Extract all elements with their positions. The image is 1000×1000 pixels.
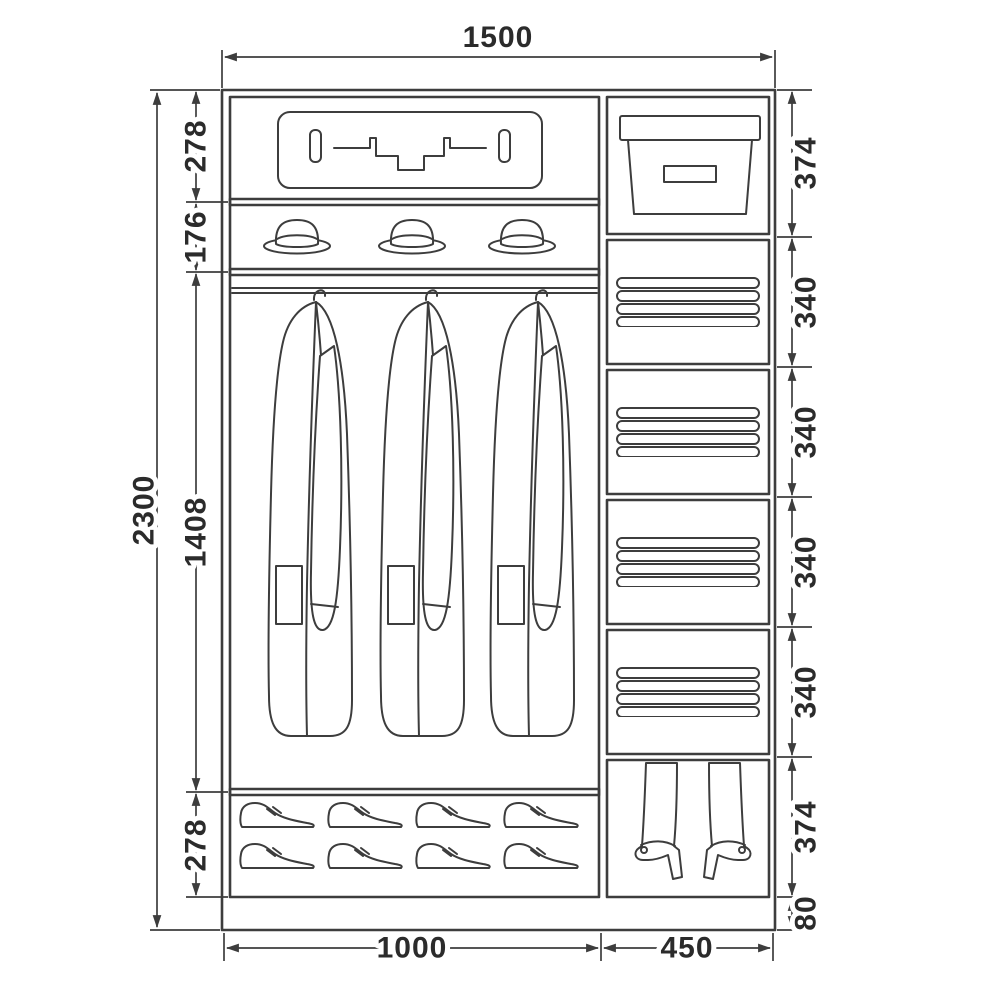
dim-overall-width: 1500 bbox=[463, 21, 534, 54]
dim-right-opening-width: 450 bbox=[660, 932, 713, 965]
dim-bottom-group: 1000 450 bbox=[223, 927, 774, 970]
shoe-icon bbox=[503, 802, 579, 828]
dim-left-sections-group: 278 176 1408 278 bbox=[175, 90, 228, 898]
shelf bbox=[228, 267, 601, 277]
dim-right-sections-group: 374 340 340 340 340 374 80 bbox=[777, 89, 828, 936]
dim-top-group: 1500 bbox=[221, 16, 776, 88]
boot-icon bbox=[703, 762, 752, 880]
dim-left-section-2: 1408 bbox=[180, 497, 213, 568]
shoes-icons bbox=[239, 802, 579, 869]
dimension-lines: 1500 2300 278 176 1408 278 bbox=[123, 16, 828, 970]
hat-icon bbox=[488, 219, 556, 255]
cabinet-contents bbox=[239, 111, 761, 880]
shoe-icon bbox=[239, 802, 315, 828]
dim-right-section-0: 374 bbox=[790, 136, 823, 189]
dim-left-section-3: 278 bbox=[180, 818, 213, 871]
dim-right-section-3: 340 bbox=[790, 535, 823, 588]
hanging-rod bbox=[231, 287, 598, 294]
shoe-icon bbox=[503, 843, 579, 869]
shelf bbox=[228, 197, 601, 207]
cabinet-frame bbox=[220, 88, 777, 932]
dim-left-section-1: 176 bbox=[180, 210, 213, 263]
boots-icons bbox=[634, 762, 752, 880]
dim-overall-height: 2300 bbox=[128, 475, 161, 546]
coat-icon bbox=[489, 289, 575, 737]
hat-icon bbox=[378, 219, 446, 255]
coat-icon bbox=[379, 289, 465, 737]
dim-left-opening-width: 1000 bbox=[377, 932, 448, 965]
dim-right-section-2: 340 bbox=[790, 405, 823, 458]
shoe-icon bbox=[327, 802, 403, 828]
linen-stack-icon bbox=[616, 667, 760, 717]
dim-right-section-4: 340 bbox=[790, 665, 823, 718]
dim-left-overall-group: 2300 bbox=[123, 89, 220, 931]
dim-right-section-1: 340 bbox=[790, 275, 823, 328]
dim-right-section-5: 374 bbox=[790, 800, 823, 853]
linen-stack-icon bbox=[616, 407, 760, 457]
linen-stack-icon bbox=[616, 277, 760, 327]
dim-left-section-0: 278 bbox=[180, 119, 213, 172]
storage-box-icon bbox=[619, 115, 761, 215]
shoe-icon bbox=[239, 843, 315, 869]
boot-icon bbox=[634, 762, 683, 880]
dim-right-section-6: 80 bbox=[790, 895, 823, 930]
shoe-icon bbox=[415, 802, 491, 828]
shelf bbox=[228, 787, 601, 797]
shoe-icon bbox=[415, 843, 491, 869]
hat-icon bbox=[263, 219, 331, 255]
coat-icon bbox=[267, 289, 353, 737]
suitcase-icon bbox=[277, 111, 543, 189]
linen-stack-icon bbox=[616, 537, 760, 587]
shoe-icon bbox=[327, 843, 403, 869]
